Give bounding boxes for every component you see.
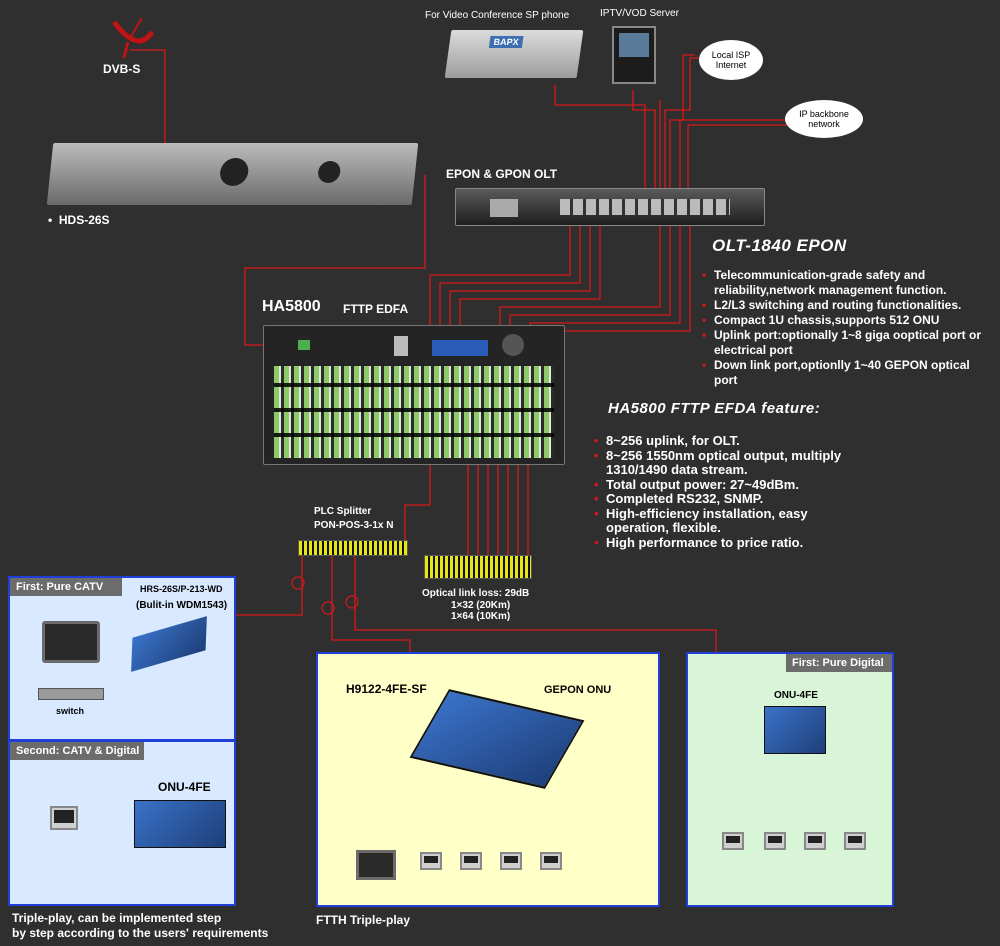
edfa-feature-item: Total output power: 27~49dBm. [592,477,852,493]
optical-port-array [274,366,554,458]
olt-feature-item: Compact 1U chassis,supports 512 ONU [700,313,995,328]
edfa-feature-list: 8~256 uplink, for OLT. 8~256 1550nm opti… [592,433,852,551]
optical-loss-label: Optical link loss: 29dB [422,588,530,599]
edfa-feature-item: Completed RS232, SNMP. [592,491,852,507]
digital-onu-device [764,706,826,754]
olt-feature-title: OLT-1840 EPON [712,236,847,255]
ha5800-label: HA5800 [262,298,321,315]
pc-icon [500,852,522,870]
bottom-caption-line1: Triple-play, can be implemented step [12,911,222,925]
gepon-onu-device [409,689,585,789]
pc-icon [844,832,866,850]
hds-26s-device [46,143,419,205]
ftth-model-label: H9122-4FE-SF [346,682,427,696]
video-conference-device: BAPX [444,30,584,78]
olt-feature-item: Down link port,optionlly 1~40 GEPON opti… [700,358,995,388]
tv-icon [356,850,396,880]
switch-label: switch [56,706,85,716]
iptv-label: IPTV/VOD Server [600,8,679,19]
local-isp-label: Local ISP Internet [711,50,751,70]
pon-pos-label: PON-POS-3-1x N [314,520,394,531]
edfa-feature-item: 8~256 uplink, for OLT. [592,433,852,449]
ha5800-chassis [263,325,565,465]
pc-icon [804,832,826,850]
switch-device [38,688,104,700]
onu-4fe-device [134,800,226,848]
digital-onu-label: ONU-4FE [774,690,818,701]
panel-pure-digital-head: First: Pure Digital [786,654,892,672]
panel-ftth: H9122-4FE-SF GEPON ONU [316,652,660,907]
ftth-caption: FTTH Triple-play [316,913,411,927]
video-conference-label: For Video Conference SP phone [425,10,570,21]
edfa-feature-title: HA5800 FTTP EFDA feature: [608,400,821,417]
ratio-32-label: 1×32 (20Km) [451,600,511,611]
plc-splitter-device [298,540,408,556]
pc-icon [460,852,482,870]
pc-icon [420,852,442,870]
edfa-feature-item: High-efficiency installation, easy opera… [592,506,852,536]
ip-backbone-label: IP backbone network [799,109,849,129]
bapx-logo: BAPX [488,36,524,48]
panel-pure-digital: First: Pure Digital ONU-4FE [686,652,894,907]
dvbs-label: DVB-S [103,62,141,76]
local-isp-cloud: Local ISP Internet [699,40,763,80]
pc-icon [764,832,786,850]
edfa-feature-item: High performance to price ratio. [592,535,852,551]
satellite-dish-icon [112,17,155,59]
bottom-caption-line2: by step according to the users' requirem… [12,926,269,940]
olt-feature-item: Uplink port:optionally 1~8 giga ooptical… [700,328,995,358]
fttp-edfa-label: FTTP EDFA [343,302,409,316]
pc-icon [50,806,78,830]
plc-splitter-label: PLC Splitter [314,506,372,517]
panel-catv-digital-head: Second: CATV & Digital [10,742,144,760]
hrs-device [131,616,207,672]
hds-label: • HDS-26S [48,213,110,227]
tv-icon [42,621,100,663]
pc-icon [722,832,744,850]
olt-feature-list: Telecommunication-grade safety and relia… [700,268,995,388]
panel-pure-catv: First: Pure CATV HRS-26S/P-213-WD (Bulit… [8,576,236,741]
hrs-device-note: (Bulit-in WDM1543) [136,600,228,611]
hrs-device-label: HRS-26S/P-213-WD [140,584,223,594]
onu-4fe-label: ONU-4FE [158,780,211,794]
hds-label-text: HDS-26S [58,213,110,227]
panel-catv-digital: Second: CATV & Digital ONU-4FE [8,740,236,906]
ratio-64-label: 1×64 (10Km) [451,611,511,622]
pc-icon [540,852,562,870]
olt-feature-item: Telecommunication-grade safety and relia… [700,268,995,298]
olt-device [455,188,765,226]
ip-backbone-cloud: IP backbone network [785,100,863,138]
edfa-feature-item: 8~256 1550nm optical output, multiply 13… [592,448,852,478]
olt-title: EPON & GPON OLT [446,167,558,181]
panel-pure-catv-head: First: Pure CATV [10,578,122,596]
gepon-onu-label: GEPON ONU [544,684,612,696]
olt-feature-item: L2/L3 switching and routing functionalit… [700,298,995,313]
splitter-bank-device [424,555,532,579]
server-icon [612,26,656,84]
